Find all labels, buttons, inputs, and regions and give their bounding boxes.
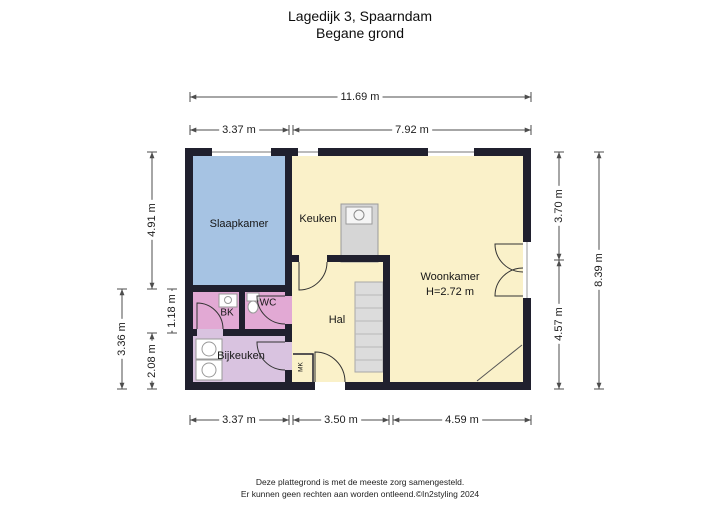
wall-segment [223, 329, 292, 336]
bk-fixtures [218, 293, 238, 308]
wall-segment [285, 156, 292, 285]
wc-door-swing [256, 295, 286, 325]
room-fill-slaapkamer [193, 156, 292, 292]
bijkeuken-door-swing [256, 341, 286, 371]
windows [212, 148, 474, 156]
utility-appliances [195, 338, 223, 381]
dim-left-mid: 1.18 m [166, 291, 178, 331]
kitchen-counter [340, 203, 379, 263]
wall-segment [185, 148, 531, 156]
bk-sink-icon [218, 293, 238, 308]
room-label-bijkeuken: Bijkeuken [217, 350, 265, 362]
disclaimer-line2: Er kunnen geen rechten aan worden ontlee… [240, 488, 480, 499]
sink-basin-icon [353, 209, 365, 221]
dim-right-outer: 8.39 m [593, 250, 605, 290]
wc-fixtures [246, 292, 260, 314]
room-label-slaapkamer: Slaapkamer [209, 218, 269, 230]
wall-segment [185, 382, 531, 390]
doors [196, 243, 524, 383]
room-label-woonkamer: Woonkamer [420, 271, 480, 283]
plan-floor-name: Begane grond [316, 24, 404, 41]
dryer-drum-icon [201, 362, 217, 378]
kitchen-sink [345, 206, 373, 225]
dim-bottom-left: 3.37 m [219, 414, 259, 426]
dim-top-right: 7.92 m [392, 124, 432, 136]
wall-segment [239, 292, 245, 329]
wall-segment [285, 370, 292, 382]
wall-segment [285, 292, 292, 296]
patio-door-swing-bottom [494, 267, 524, 297]
mk-closet-outline [293, 353, 314, 382]
room-label-mk: MK [297, 362, 305, 372]
bk-door-swing [196, 302, 224, 330]
patio-door-swing-top [494, 243, 524, 273]
room-label-hal: Hal [328, 314, 346, 326]
room-label-wc: WC [259, 297, 277, 309]
plan-title: Lagedijk 3, Spaarndam Begane grond [0, 8, 720, 41]
room-label-keuken: Keuken [299, 213, 337, 225]
dim-right-lower: 4.57 m [553, 304, 565, 344]
woonkamer-corner-line [476, 344, 523, 382]
wall-segment [383, 255, 390, 382]
dim-left-upper: 4.91 m [146, 200, 158, 240]
dim-top-total: 11.69 m [337, 91, 383, 103]
washer-drum-icon [201, 341, 217, 357]
dim-left-lower: 2.08 m [146, 341, 158, 381]
wall-segment [285, 255, 299, 262]
disclaimer: Deze plattegrond is met de meeste zorg s… [0, 477, 720, 500]
washer-icon [195, 338, 223, 360]
disclaimer-line1: Deze plattegrond is met de meeste zorg s… [255, 477, 465, 488]
staircase [354, 281, 384, 373]
dim-top-left: 3.37 m [219, 124, 259, 136]
bk-basin-icon [224, 296, 232, 304]
dim-right-upper: 3.70 m [553, 186, 565, 226]
door-openings [315, 242, 531, 390]
dryer-icon [195, 359, 223, 381]
wall-segment [185, 148, 193, 390]
room-label-woonkamer-height: H=2.72 m [426, 286, 474, 298]
wall-segment [185, 285, 292, 292]
wall-segment [327, 255, 390, 262]
front-door-opening [315, 382, 345, 390]
stair-treads [355, 294, 383, 361]
plan-address: Lagedijk 3, Spaarndam [288, 8, 432, 24]
hal-door-swing [298, 261, 328, 291]
wall-segment [185, 329, 197, 336]
toilet-bowl-icon [247, 300, 259, 314]
dim-left-outer: 3.36 m [116, 319, 128, 359]
front-door-swing [314, 351, 346, 383]
dim-bottom-mid: 3.50 m [321, 414, 361, 426]
dim-bottom-right: 4.59 m [442, 414, 482, 426]
room-label-bk: BK [220, 307, 234, 319]
